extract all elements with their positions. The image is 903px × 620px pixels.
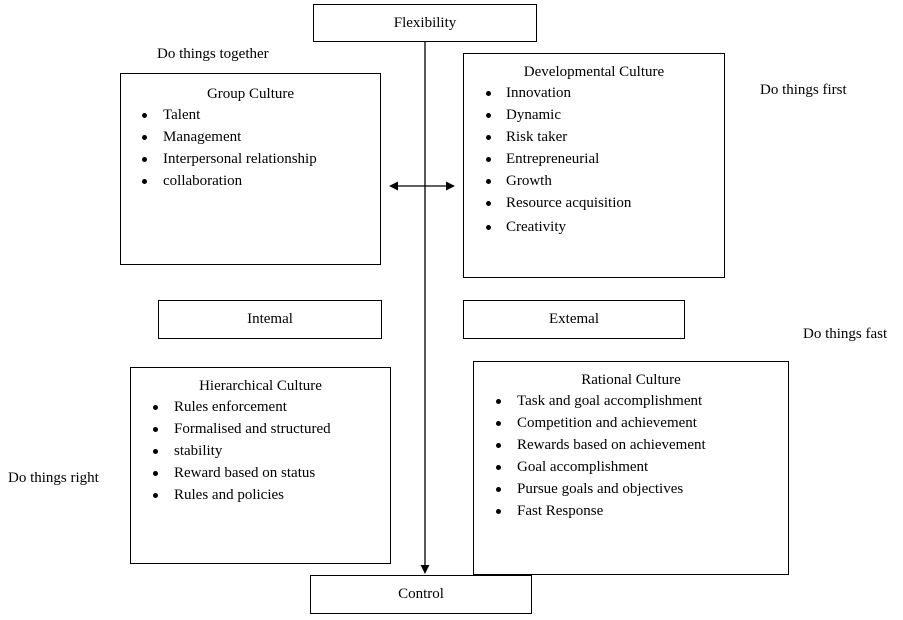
list-item: Rules enforcement [151, 400, 331, 422]
internal-label: Intemal [247, 311, 293, 327]
list-item: Reward based on status [151, 466, 331, 488]
hierarchical-culture-list: Rules enforcement Formalised and structu… [151, 400, 331, 510]
list-item: Dynamic [484, 108, 631, 130]
list-item: Resource acquisition [484, 196, 631, 220]
list-item: Competition and achievement [494, 416, 706, 438]
developmental-culture-title: Developmental Culture [523, 64, 665, 80]
hierarchical-culture-title: Hierarchical Culture [199, 378, 322, 394]
list-item: Task and goal accomplishment [494, 394, 706, 416]
list-item: Risk taker [484, 130, 631, 152]
group-culture-list: Talent Management Interpersonal relation… [140, 108, 317, 196]
list-item: Pursue goals and objectives [494, 482, 706, 504]
list-item: Talent [140, 108, 317, 130]
flexibility-label: Flexibility [393, 14, 457, 31]
rational-culture-box: Rational Culture Task and goal accomplis… [473, 361, 789, 575]
list-item: Innovation [484, 86, 631, 108]
rational-culture-title: Rational Culture [581, 372, 681, 388]
note-do-things-right: Do things right [8, 470, 99, 486]
list-item: Interpersonal relationship [140, 152, 317, 174]
list-item: Goal accomplishment [494, 460, 706, 482]
list-item: Rewards based on achievement [494, 438, 706, 460]
flexibility-box: Flexibility [313, 4, 537, 42]
external-label: Extemal [549, 311, 599, 327]
list-item: Creativity [484, 220, 631, 242]
internal-box: Intemal [158, 300, 382, 339]
note-do-things-fast: Do things fast [803, 326, 888, 342]
list-item: collaboration [140, 174, 317, 196]
list-item: Formalised and structured [151, 422, 331, 444]
list-item: Rules and policies [151, 488, 331, 510]
list-item: Entrepreneurial [484, 152, 631, 174]
rational-culture-list: Task and goal accomplishment Competition… [494, 394, 706, 526]
control-box: Control [310, 575, 532, 614]
control-label: Control [398, 586, 444, 602]
hierarchical-culture-box: Hierarchical Culture Rules enforcement F… [130, 367, 391, 564]
group-culture-title: Group Culture [206, 86, 295, 102]
note-do-things-together: Do things together [157, 46, 269, 62]
developmental-culture-box: Developmental Culture Innovation Dynamic… [463, 53, 725, 278]
note-do-things-first: Do things first [760, 82, 847, 98]
developmental-culture-list: Innovation Dynamic Risk taker Entreprene… [484, 86, 631, 242]
list-item: Management [140, 130, 317, 152]
list-item: Growth [484, 174, 631, 196]
list-item: stability [151, 444, 331, 466]
group-culture-box: Group Culture Talent Management Interper… [120, 73, 381, 265]
external-box: Extemal [463, 300, 685, 339]
list-item: Fast Response [494, 504, 706, 526]
